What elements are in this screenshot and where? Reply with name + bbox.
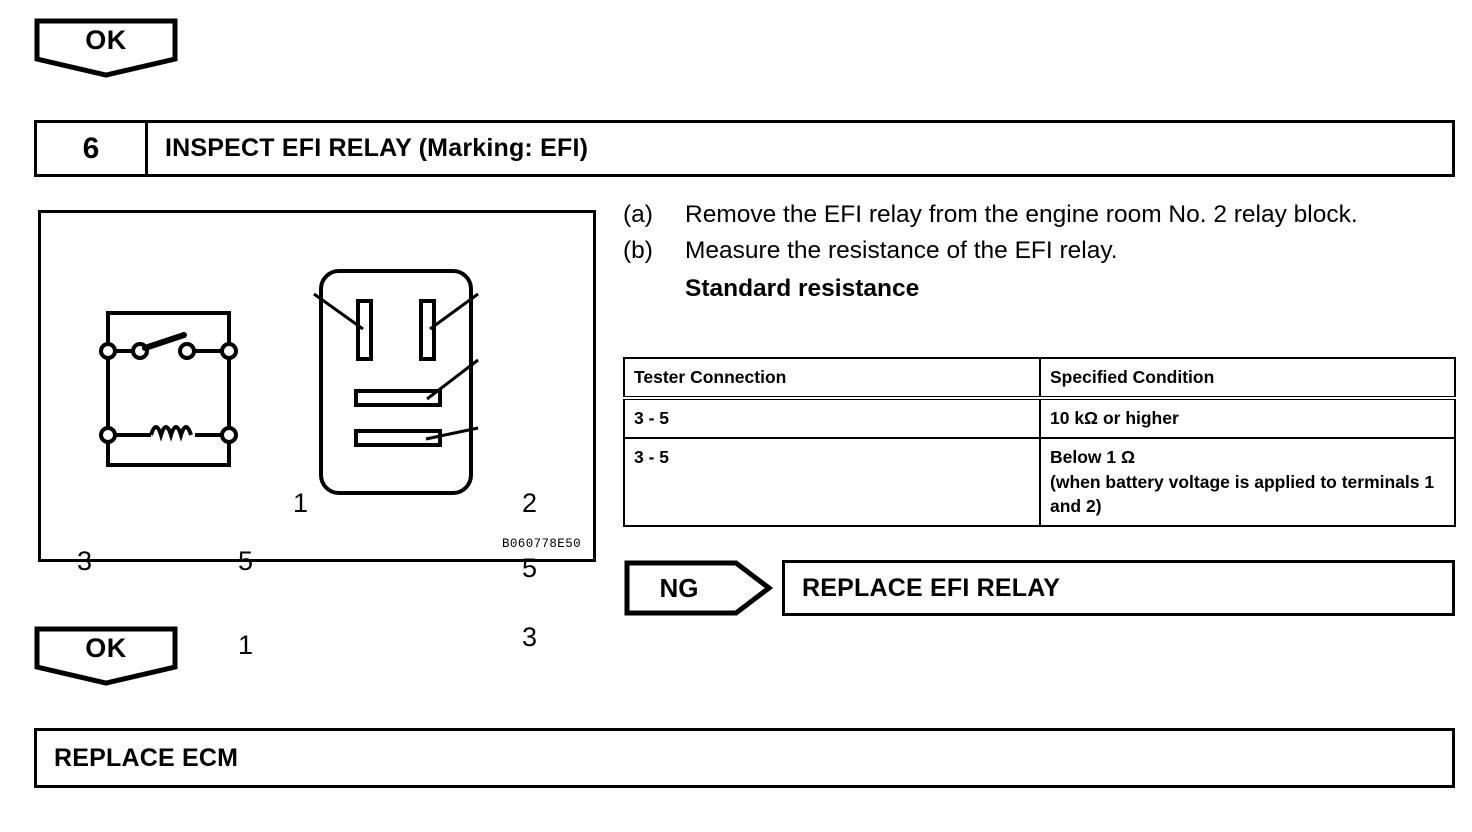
callout-label-1: 1	[293, 488, 309, 518]
cell-connection-2: 3 - 5	[623, 436, 1041, 528]
ng-action-label: REPLACE EFI RELAY	[802, 573, 1061, 602]
switch-arm	[142, 332, 187, 351]
spec-table-wrapper: Tester Connection Specified Condition 3 …	[623, 357, 1456, 528]
step-title: INSPECT EFI RELAY (Marking: EFI)	[165, 134, 589, 162]
cell-condition-2-extra: (when battery voltage is applied to term…	[1050, 471, 1435, 517]
terminal-slot-1	[356, 299, 373, 361]
instruction-list: (a) Remove the EFI relay from the engine…	[623, 198, 1455, 307]
ng-action-box: REPLACE EFI RELAY	[782, 560, 1455, 616]
ng-badge-label: NG	[659, 572, 699, 603]
ok-badge-bottom: OK	[34, 626, 178, 686]
illustration-panel: 3 5 2 1 1 2 5 3 B060778E50	[38, 210, 596, 660]
instruction-item-a: (a) Remove the EFI relay from the engine…	[623, 198, 1455, 232]
header-specified-condition: Specified Condition	[1039, 357, 1456, 400]
ok-arrow-shape-bottom	[34, 626, 178, 686]
step-number: 6	[37, 123, 148, 174]
schematic-node-5	[220, 342, 238, 360]
spec-table: Tester Connection Specified Condition 3 …	[623, 357, 1456, 528]
schematic-label-1: 1	[238, 630, 254, 660]
leader-1	[313, 292, 364, 331]
cell-condition-2: Below 1 Ω (when battery voltage is appli…	[1039, 436, 1456, 528]
ok-arrow-shape	[34, 18, 178, 78]
instruction-subheading-row: Standard resistance	[623, 270, 1455, 306]
callout-label-2: 2	[522, 488, 538, 518]
callout-label-3: 3	[522, 622, 538, 652]
instruction-text-a: Remove the EFI relay from the engine roo…	[685, 201, 1358, 228]
header-tester-connection: Tester Connection	[623, 357, 1041, 400]
leader-5	[426, 358, 479, 401]
step-header: 6 INSPECT EFI RELAY (Marking: EFI)	[34, 120, 1455, 177]
terminal-slot-5	[354, 389, 442, 407]
schematic-label-3: 3	[77, 546, 93, 576]
instruction-marker-a: (a)	[623, 201, 653, 228]
figure-code: B060778E50	[501, 537, 581, 551]
callout-label-5: 5	[522, 553, 538, 583]
schematic-body	[106, 311, 231, 467]
ok-badge-top: OK	[34, 18, 178, 78]
table-header-row: Tester Connection Specified Condition	[623, 357, 1456, 400]
relay-diagram	[99, 269, 479, 495]
ng-badge: NG	[624, 560, 774, 616]
cell-condition-2-main: Below 1 Ω	[1050, 446, 1136, 467]
table-row: 3 - 5 Below 1 Ω (when battery voltage is…	[623, 436, 1456, 528]
schematic-node-1	[220, 426, 238, 444]
ok-badge-bottom-label: OK	[85, 632, 127, 663]
schematic-node-3	[99, 342, 117, 360]
terminal-slot-2	[419, 299, 436, 361]
leader-3	[425, 426, 479, 441]
instruction-item-b: (b) Measure the resistance of the EFI re…	[623, 234, 1455, 268]
instruction-marker-b: (b)	[623, 236, 653, 264]
instruction-text-b: Measure the resistance of the EFI relay.	[685, 236, 1118, 264]
terminal-slot-3	[354, 429, 442, 447]
cell-condition-1: 10 kΩ or higher	[1039, 396, 1456, 439]
schematic-label-5: 5	[238, 546, 254, 576]
coil-symbol	[149, 425, 193, 442]
final-action-label: REPLACE ECM	[54, 743, 239, 772]
schematic-node-2	[99, 426, 117, 444]
standard-resistance-subheading: Standard resistance	[685, 274, 920, 302]
final-action-box: REPLACE ECM	[34, 728, 1455, 788]
leader-2	[429, 292, 479, 331]
table-row: 3 - 5 10 kΩ or higher	[623, 396, 1456, 439]
ok-badge-label: OK	[85, 24, 127, 55]
cell-connection-1: 3 - 5	[623, 396, 1041, 439]
ng-arrow-shape	[624, 560, 774, 616]
